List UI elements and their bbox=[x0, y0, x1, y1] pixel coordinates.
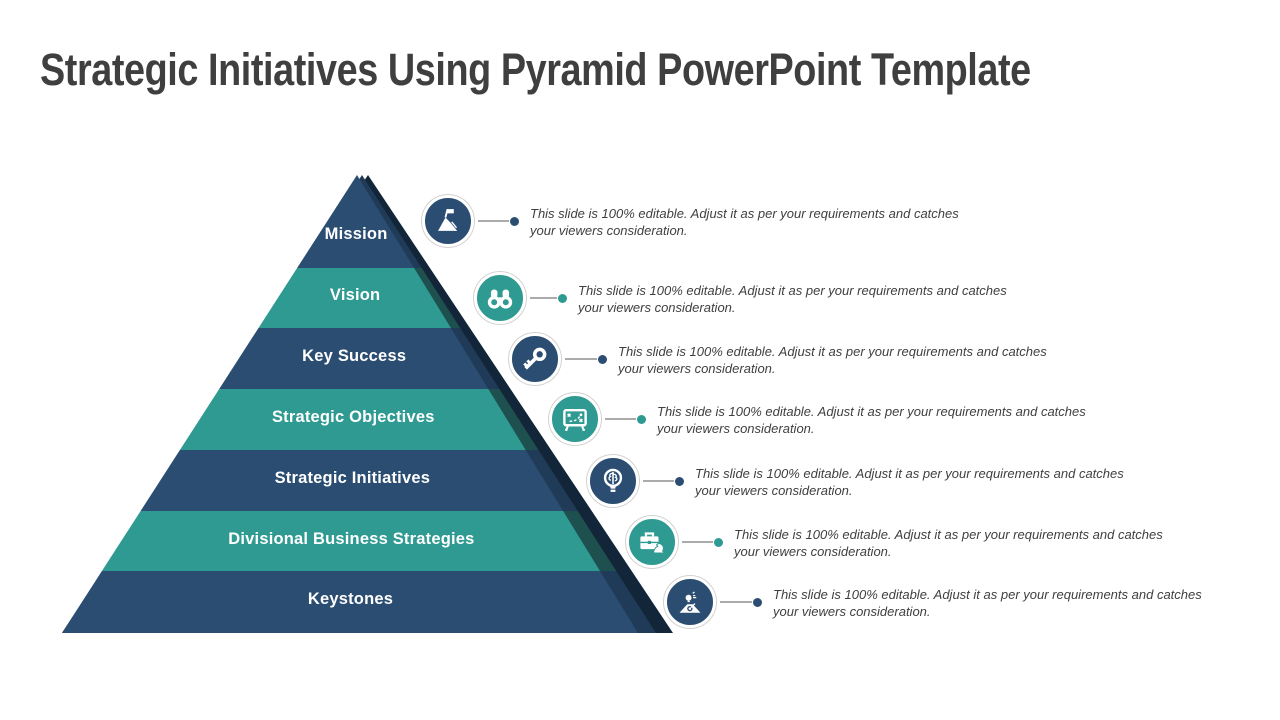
description-line-2: your viewers consideration. bbox=[734, 544, 892, 559]
pyramid-row-face-3 bbox=[219, 328, 489, 389]
connector-line bbox=[565, 358, 597, 360]
description-line-1: This slide is 100% editable. Adjust it a… bbox=[618, 343, 1047, 359]
mountain-flag-icon bbox=[438, 208, 458, 231]
description-line-2: your viewers consideration. bbox=[618, 361, 776, 376]
connector-dot bbox=[597, 354, 607, 364]
pyramid-row-face-2 bbox=[258, 268, 451, 328]
strategy-board-icon bbox=[563, 409, 587, 432]
callout-description: This slide is 100% editable. Adjust it a… bbox=[734, 526, 1163, 561]
connector-line bbox=[478, 220, 509, 222]
connector-dot bbox=[636, 414, 646, 424]
connector-line bbox=[720, 601, 752, 603]
callout-description: This slide is 100% editable. Adjust it a… bbox=[773, 586, 1202, 621]
pyramid-row-face-1 bbox=[297, 175, 415, 268]
callout-description: This slide is 100% editable. Adjust it a… bbox=[618, 343, 1047, 378]
callout-description: This slide is 100% editable. Adjust it a… bbox=[578, 282, 1007, 317]
pyramid-row-face-6 bbox=[101, 511, 601, 571]
callout-description: This slide is 100% editable. Adjust it a… bbox=[695, 465, 1124, 500]
description-line-1: This slide is 100% editable. Adjust it a… bbox=[734, 526, 1163, 542]
pyramid-row-label: Strategic Objectives bbox=[271, 408, 435, 426]
connector-line bbox=[530, 297, 557, 299]
pyramid-row-face-5 bbox=[140, 450, 564, 511]
key-icon bbox=[523, 347, 547, 370]
callout-description: This slide is 100% editable. Adjust it a… bbox=[657, 403, 1086, 438]
connector-line bbox=[643, 480, 674, 482]
connector-dot bbox=[509, 216, 519, 226]
callout-description: This slide is 100% editable. Adjust it a… bbox=[530, 205, 959, 240]
description-line-1: This slide is 100% editable. Adjust it a… bbox=[530, 205, 959, 221]
pyramid-row-label: Divisional Business Strategies bbox=[228, 530, 475, 548]
description-line-2: your viewers consideration. bbox=[578, 300, 736, 315]
description-line-1: This slide is 100% editable. Adjust it a… bbox=[578, 282, 1007, 298]
connector-line bbox=[682, 541, 713, 543]
description-line-2: your viewers consideration. bbox=[657, 421, 815, 436]
description-line-1: This slide is 100% editable. Adjust it a… bbox=[773, 586, 1202, 602]
callout-icon-circle bbox=[422, 195, 474, 247]
callout-icon-circle bbox=[549, 393, 601, 445]
briefcase-knight-icon bbox=[640, 532, 665, 554]
description-line-2: your viewers consideration. bbox=[695, 483, 853, 498]
connector-dot bbox=[713, 537, 723, 547]
connector-dot bbox=[674, 476, 684, 486]
callout-icon-circle bbox=[509, 333, 561, 385]
callout-icon-circle bbox=[664, 576, 716, 628]
connector-dot bbox=[752, 597, 762, 607]
pyramid-row-label: Strategic Initiatives bbox=[274, 469, 431, 487]
description-line-2: your viewers consideration. bbox=[530, 223, 688, 238]
pyramid-row-label: Vision bbox=[329, 286, 381, 304]
pyramid-row-face-7 bbox=[62, 571, 638, 633]
description-line-1: This slide is 100% editable. Adjust it a… bbox=[695, 465, 1124, 481]
connector-line bbox=[605, 418, 636, 420]
pyramid-row-face-4 bbox=[179, 389, 526, 450]
connector-dot bbox=[557, 293, 567, 303]
description-line-1: This slide is 100% editable. Adjust it a… bbox=[657, 403, 1086, 419]
pyramid-row-label: Key Success bbox=[302, 347, 407, 365]
callout-icon-circle bbox=[626, 516, 678, 568]
page-title: Strategic Initiatives Using Pyramid Powe… bbox=[40, 44, 1031, 95]
description-line-2: your viewers consideration. bbox=[773, 604, 931, 619]
lightbulb-brain-icon bbox=[603, 468, 623, 492]
callout-icon-circle bbox=[587, 455, 639, 507]
callout-icon-circle bbox=[474, 272, 526, 324]
pyramid-row-label: Keystones bbox=[307, 590, 394, 608]
pyramid-row-label: Mission bbox=[324, 225, 388, 243]
person-target-icon bbox=[679, 591, 701, 613]
binoculars-icon bbox=[487, 289, 513, 309]
